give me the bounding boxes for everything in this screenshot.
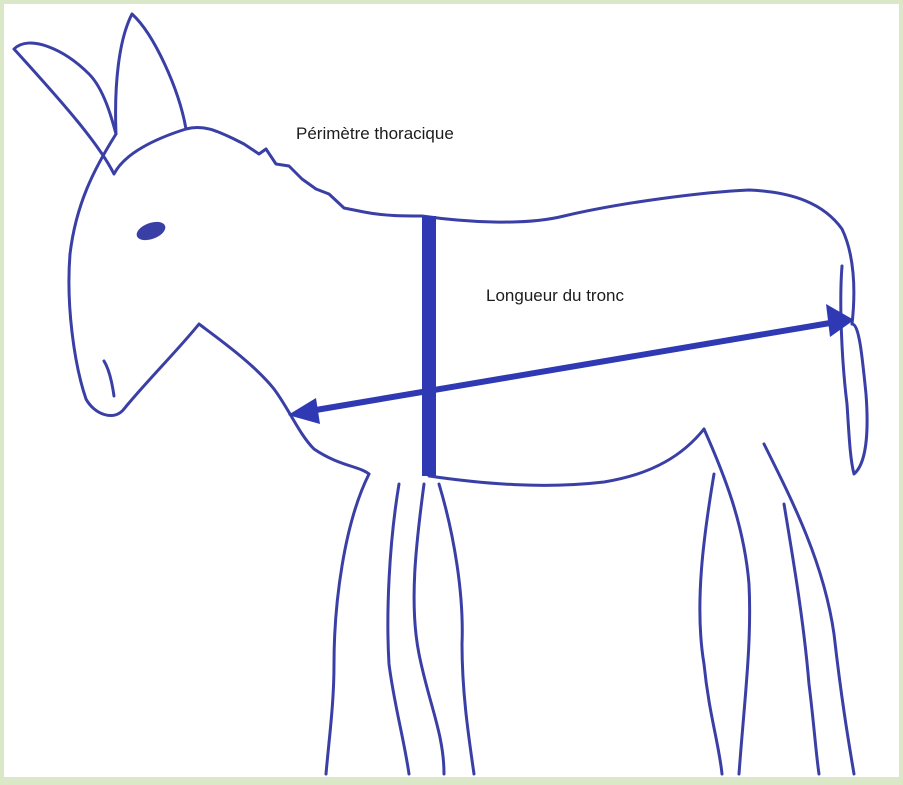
front-leg-left	[326, 474, 369, 774]
hind-leg-left	[704, 429, 750, 774]
donkey-drawing	[4, 4, 903, 785]
front-leg-right	[414, 484, 444, 774]
front-leg-left-inner	[388, 484, 409, 774]
girth-bar	[422, 216, 436, 476]
front-leg-right-inner	[439, 484, 474, 774]
belly-outline	[429, 429, 704, 485]
hind-leg-right-inner	[784, 504, 819, 774]
back-ear	[116, 14, 186, 134]
trunk-length-arrow	[288, 304, 854, 424]
trunk-length-label: Longueur du tronc	[486, 286, 624, 306]
hind-leg-left-inner	[700, 474, 722, 774]
hind-leg-right	[764, 444, 854, 774]
nostril-mark	[104, 361, 114, 396]
eye	[134, 218, 168, 243]
girth-label: Périmètre thoracique	[296, 124, 454, 144]
